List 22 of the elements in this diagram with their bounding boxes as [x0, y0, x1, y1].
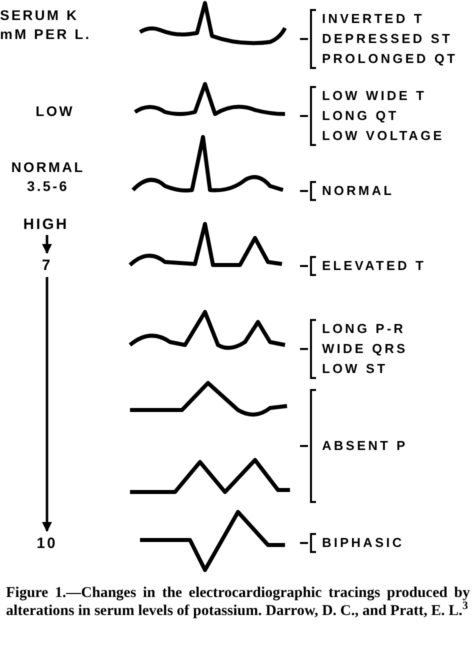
arrow — [42, 235, 52, 254]
level-label: NORMAL 3.5-6 — [10, 158, 86, 196]
figure-caption: Figure 1.—Changes in the electrocardiographic tracings produced by alterations in serum levels of potassium. Darrow, D. C., and Pratt, E. L.$^{3}$ — [6, 584, 470, 620]
finding-label: INVERTED T — [322, 10, 426, 28]
finding-label: LOW ST — [322, 360, 389, 378]
finding-label: LOW VOLTAGE — [322, 127, 444, 145]
finding-label: BIPHASIC — [322, 534, 404, 552]
finding-label: ABSENT P — [322, 437, 408, 455]
value-label: HIGH — [23, 216, 69, 232]
value-label: 7 — [42, 258, 52, 272]
finding-label: DEPRESSED ST — [322, 30, 454, 48]
level-label: SERUM K mM PER L. — [0, 6, 92, 44]
finding-label: PROLONGED QT — [322, 50, 458, 68]
value-label: 10 — [36, 536, 58, 550]
finding-label: LONG P-R — [322, 320, 407, 338]
finding-label: ELEVATED T — [322, 257, 426, 275]
finding-label: NORMAL — [322, 182, 394, 200]
finding-label: LONG QT — [322, 107, 400, 125]
finding-label: WIDE QRS — [322, 340, 408, 358]
level-label: LOW — [34, 102, 76, 121]
finding-label: LOW WIDE T — [322, 87, 428, 105]
arrow — [42, 277, 52, 532]
